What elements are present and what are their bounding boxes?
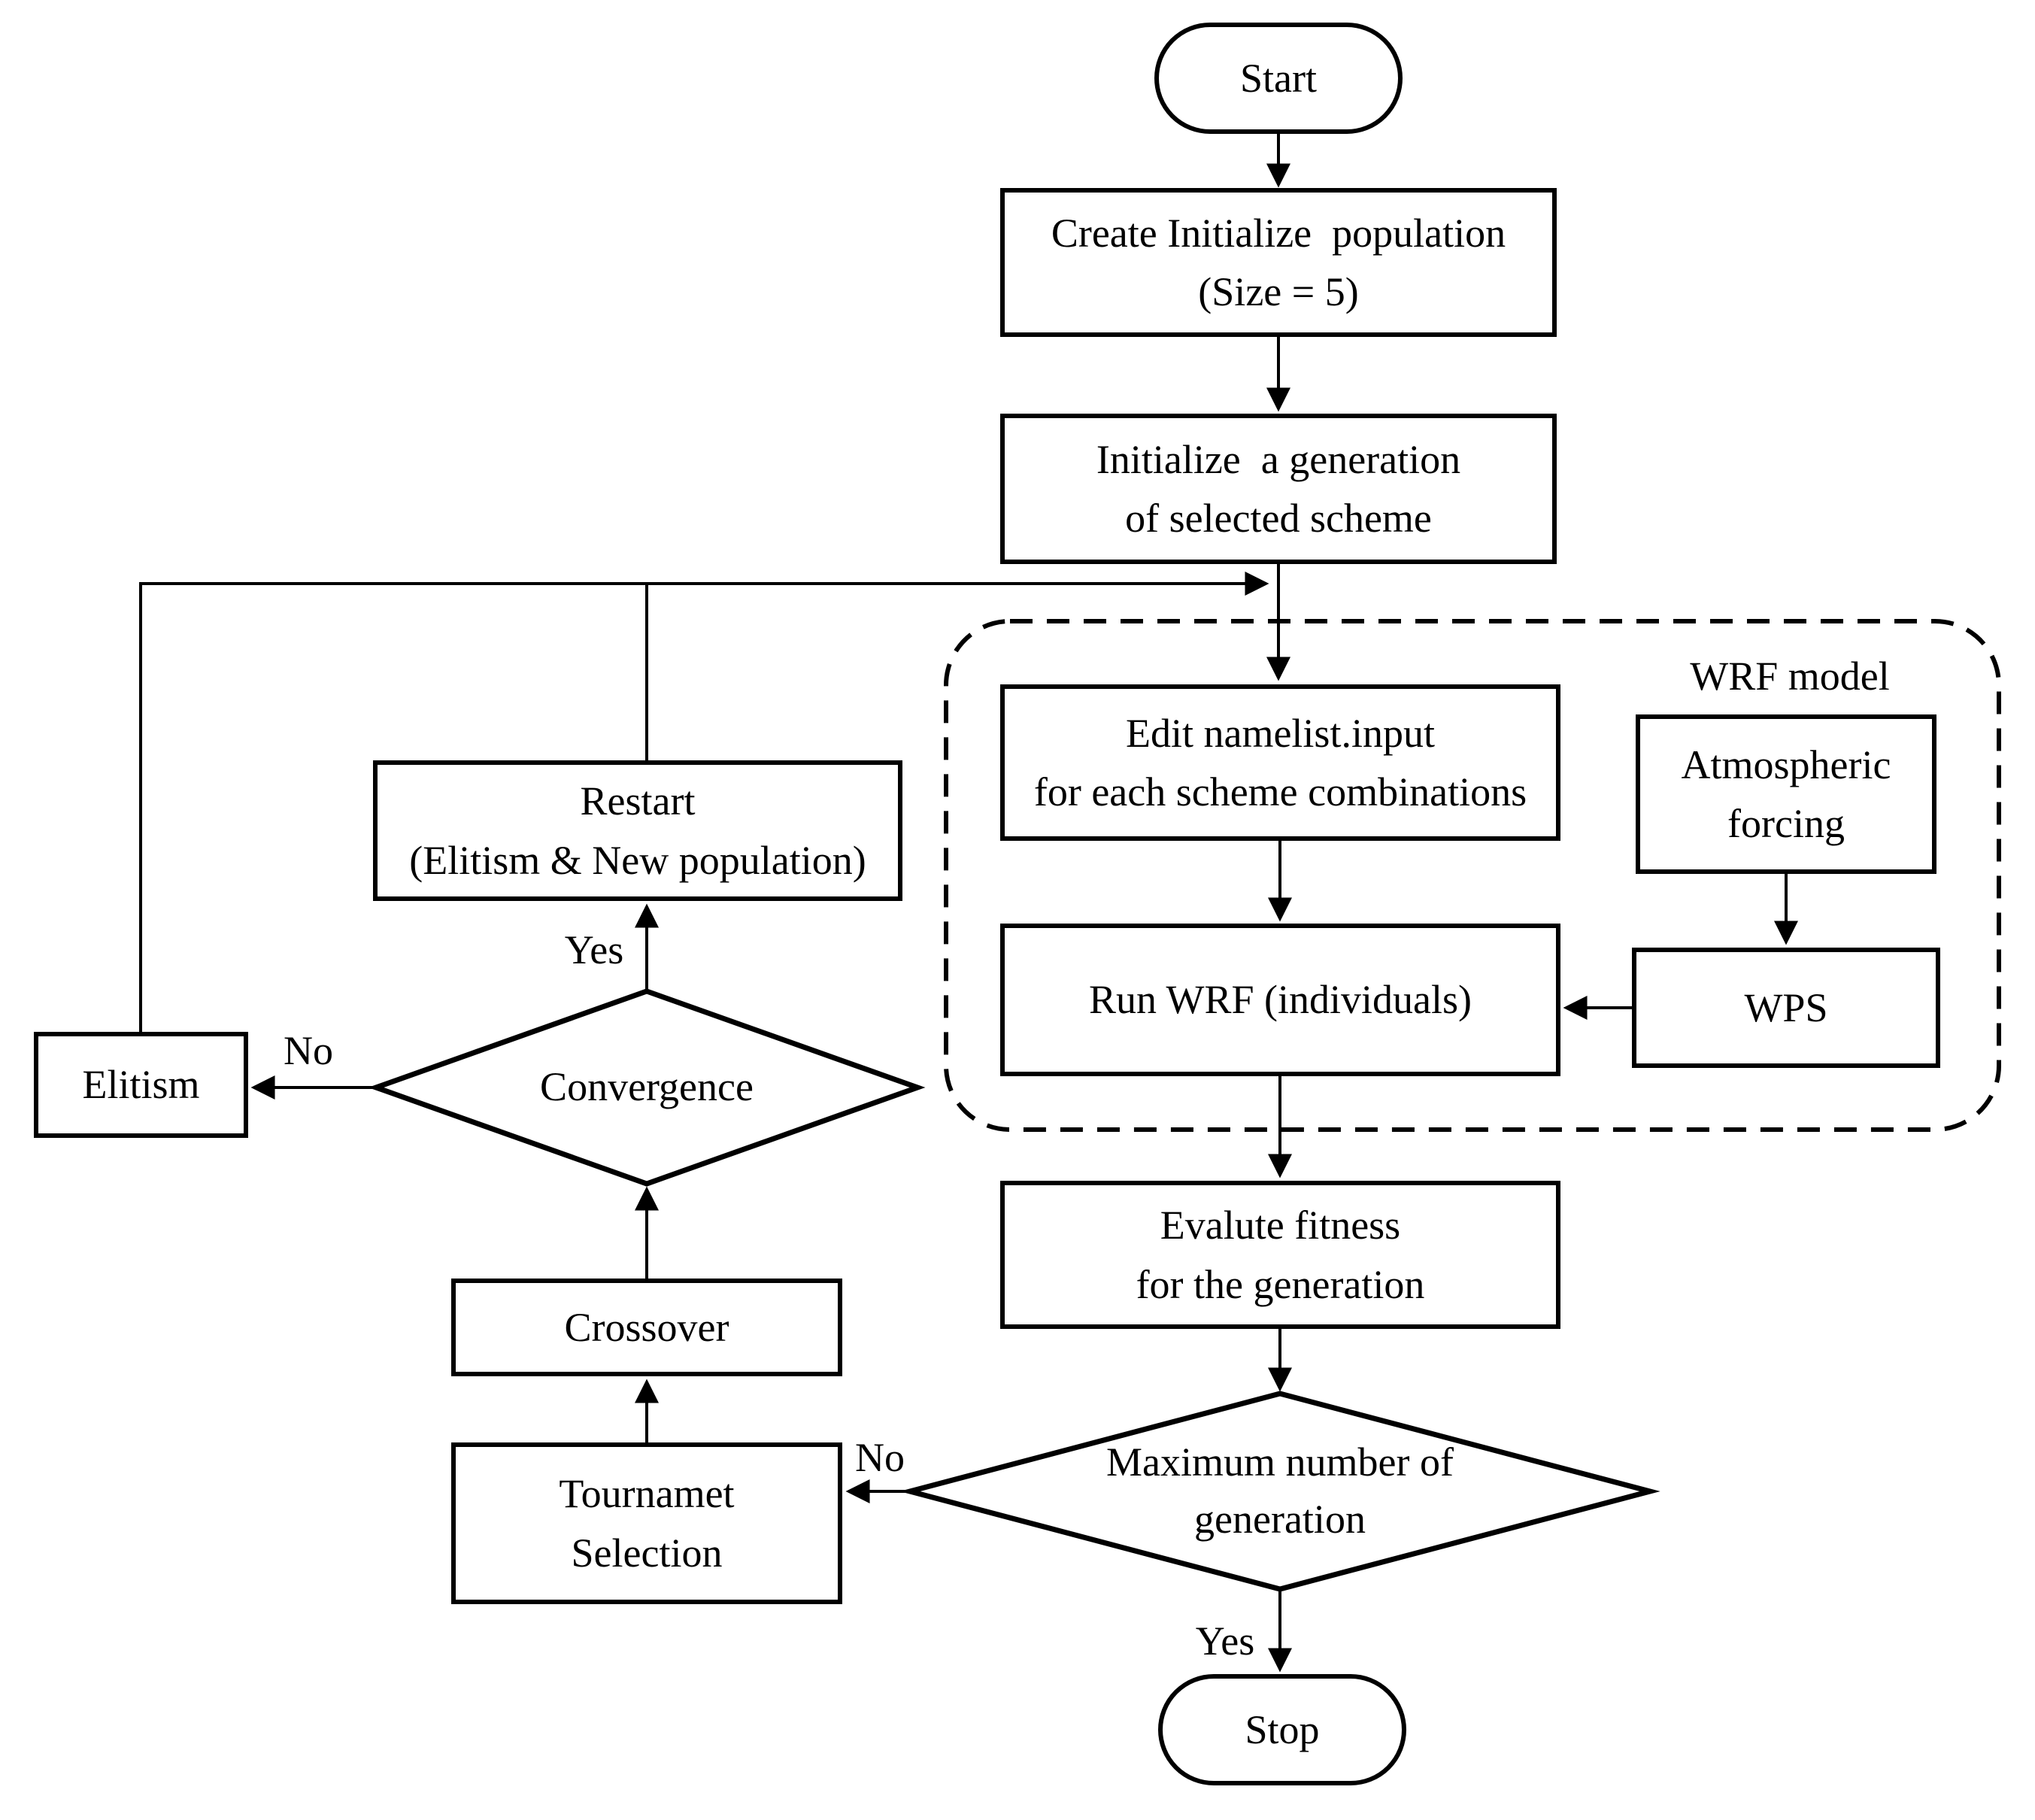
wrf-model-group-border bbox=[944, 619, 2001, 1132]
flow-elitism-feedback-to-mainline bbox=[139, 572, 1269, 1032]
decision-max-generation-label: Maximum number of generation bbox=[1106, 1439, 1454, 1542]
node-run-wrf: Run WRF (individuals) bbox=[1000, 924, 1560, 1076]
node-create-initialize-population: Create Initialize population (Size = 5) bbox=[1000, 188, 1557, 337]
edge-label-maxgen-no: No bbox=[855, 1434, 905, 1480]
node-evaluate-fitness: Evalute fitness for the generation bbox=[1000, 1181, 1560, 1329]
wrf-model-group-label: WRF model bbox=[1690, 653, 1890, 699]
node-tournament-selection: Tournamet Selection bbox=[451, 1442, 842, 1604]
edge-label-maxgen-yes: Yes bbox=[1195, 1618, 1255, 1664]
node-crossover: Crossover bbox=[451, 1279, 842, 1376]
decision-max-generation-shape bbox=[899, 1391, 1660, 1592]
decision-convergence-shape bbox=[368, 988, 926, 1187]
node-wps: WPS bbox=[1632, 948, 1940, 1068]
node-stop: Stop bbox=[1158, 1674, 1406, 1785]
edge-label-convergence-no: No bbox=[284, 1027, 333, 1073]
decision-convergence-label: Convergence bbox=[540, 1064, 754, 1110]
node-atmospheric-forcing: Atmospheric forcing bbox=[1636, 714, 1936, 874]
node-elitism: Elitism bbox=[34, 1032, 248, 1138]
node-start: Start bbox=[1154, 23, 1403, 134]
node-restart: Restart (Elitism & New population) bbox=[373, 760, 902, 901]
node-initialize-generation: Initialize a generation of selected sche… bbox=[1000, 414, 1557, 564]
node-edit-namelist-input: Edit namelist.input for each scheme comb… bbox=[1000, 684, 1560, 841]
edge-label-convergence-yes: Yes bbox=[564, 927, 624, 972]
